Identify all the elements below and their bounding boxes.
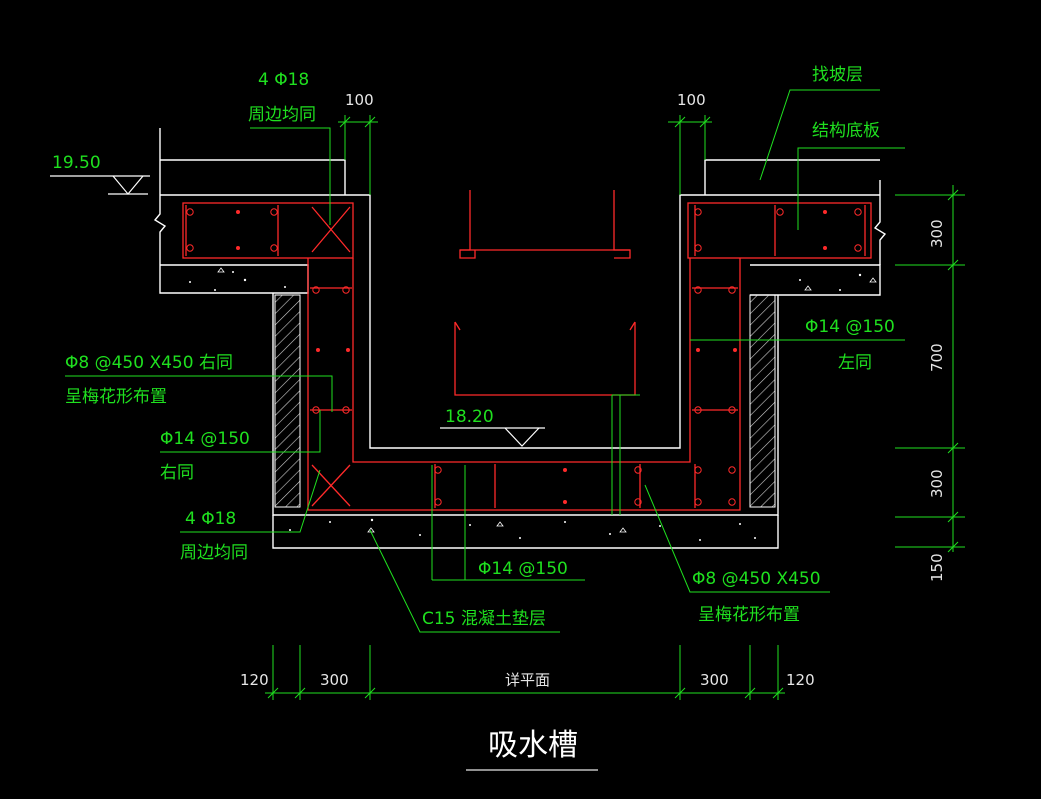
dim-vertical-150: 150	[928, 553, 946, 582]
dim-top-right-100: 100	[677, 91, 706, 109]
concrete-speckles	[189, 267, 877, 541]
bottom-left-rebar-label: 4 Φ18	[185, 509, 236, 529]
left-stirrup-label: Φ8 @450 X450 右同	[65, 353, 233, 373]
bottom-stirrup-note: 呈梅花形布置	[698, 605, 800, 625]
dim-horizontal-300-left: 300	[320, 671, 349, 689]
dim-horizontal-detail: 详平面	[505, 671, 550, 689]
elevation-markers	[50, 175, 545, 447]
elevation-top-label: 19.50	[52, 153, 101, 173]
leader-lines	[65, 89, 965, 700]
dim-horizontal-300-right: 300	[700, 671, 729, 689]
top-left-rebar-label: 4 Φ18	[258, 70, 309, 90]
structural-slab-label: 结构底板	[812, 121, 880, 141]
dim-top-left-100: 100	[345, 91, 374, 109]
elevation-bottom-label: 18.20	[445, 407, 494, 427]
dim-horizontal-120-right: 120	[786, 671, 815, 689]
right-brick-wall	[749, 294, 776, 508]
dim-vertical-300-top: 300	[928, 219, 946, 248]
left-brick-wall	[274, 294, 301, 508]
right-wall-bar-note: 左同	[838, 353, 872, 373]
bottom-left-rebar-note: 周边均同	[180, 543, 248, 563]
right-wall-bar-label: Φ14 @150	[805, 317, 895, 337]
cushion-label: C15 混凝土垫层	[422, 609, 546, 629]
top-left-rebar-note: 周边均同	[248, 105, 316, 125]
rebar-cage	[182, 190, 872, 511]
left-stirrup-note: 呈梅花形布置	[65, 387, 167, 407]
dim-vertical-700: 700	[928, 343, 946, 372]
dim-horizontal-120-left: 120	[240, 671, 269, 689]
drawing-title: 吸水槽	[488, 728, 578, 763]
rebar-dots	[186, 208, 862, 506]
left-wall-bar-note: 右同	[160, 463, 194, 483]
dim-vertical-300-bottom: 300	[928, 469, 946, 498]
left-wall-bar-label: Φ14 @150	[160, 429, 250, 449]
bottom-stirrup-label: Φ8 @450 X450	[692, 569, 821, 589]
screed-layer-label: 找坡层	[812, 65, 863, 85]
bottom-bar-label: Φ14 @150	[478, 559, 568, 579]
